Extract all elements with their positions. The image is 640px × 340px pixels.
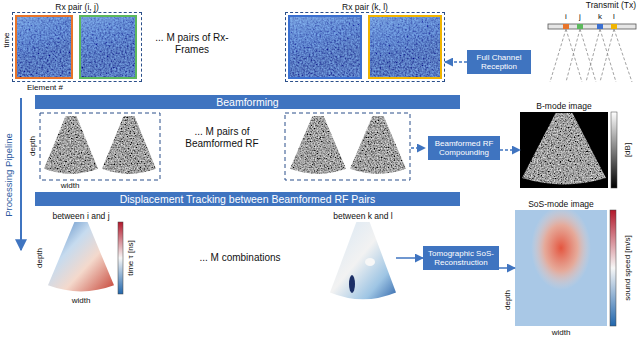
element-letter: i <box>565 12 567 21</box>
series-note: ... M pairs of Rx-Frames <box>152 32 232 55</box>
axis-label: depth <box>503 290 512 310</box>
process-box: Full Channel Reception <box>467 50 531 74</box>
axis-label: width <box>552 328 571 337</box>
colorbar-label: sound speed [m/s] <box>623 235 632 300</box>
series-note: ... M pairs of Beamformed RF <box>172 126 272 149</box>
bmode-image: B-mode image <box>520 112 608 188</box>
box-text: Tomographic SoS-Reconstruction <box>426 249 496 267</box>
displacement-map: between k and l <box>330 222 396 302</box>
pipeline-band: Displacement Tracking between Beamformed… <box>35 192 460 206</box>
process-box: Beamformed RF Compounding <box>428 136 500 160</box>
band-text: Displacement Tracking between Beamformed… <box>35 192 460 206</box>
image-heading: between i and j <box>28 211 134 221</box>
pipeline-label: Processing Pipeline <box>4 133 15 216</box>
connector-arrow <box>500 149 520 151</box>
element-letter: l <box>613 12 615 21</box>
rx-pair-group: Rx pair (i, j) <box>12 12 142 82</box>
image-heading: Rx pair (k, l) <box>266 2 464 12</box>
colorbar-label: [dB] <box>623 143 632 157</box>
connector-arrow <box>445 61 467 63</box>
image-heading: Rx pair (i, j) <box>0 2 161 12</box>
displacement-map: between i and j <box>48 222 114 294</box>
axis-label: width <box>61 181 80 190</box>
image-heading: SoS-mode image <box>495 199 627 209</box>
element-letter: k <box>598 12 602 21</box>
colorbar-label: time τ [ns] <box>126 240 135 276</box>
rx-pair-group: Rx pair (k, l) <box>285 12 445 82</box>
connector-arrow <box>396 257 423 259</box>
band-text: Beamforming <box>35 95 460 109</box>
sos-image: SoS-mode image <box>515 210 607 326</box>
box-text: Beamformed RF Compounding <box>431 139 497 157</box>
connector-arrow <box>499 267 515 269</box>
series-note: ... M combinations <box>170 252 310 264</box>
transducer-panel: Transmit (Tx) <box>545 0 638 85</box>
axis-label: time <box>2 32 11 47</box>
image-heading: Transmit (Tx) <box>586 0 636 10</box>
axis-label: Element # <box>27 83 63 92</box>
axis-label: depth <box>35 248 44 268</box>
image-heading: between k and l <box>310 211 416 221</box>
element-letter: j <box>579 12 581 21</box>
axis-label: width <box>72 296 91 305</box>
process-box: Tomographic SoS-Reconstruction <box>423 246 499 270</box>
axis-label: depth <box>28 136 37 156</box>
box-text: Full Channel Reception <box>470 53 528 71</box>
image-heading: B-mode image <box>500 101 628 111</box>
pipeline-band: Beamforming <box>35 95 460 109</box>
